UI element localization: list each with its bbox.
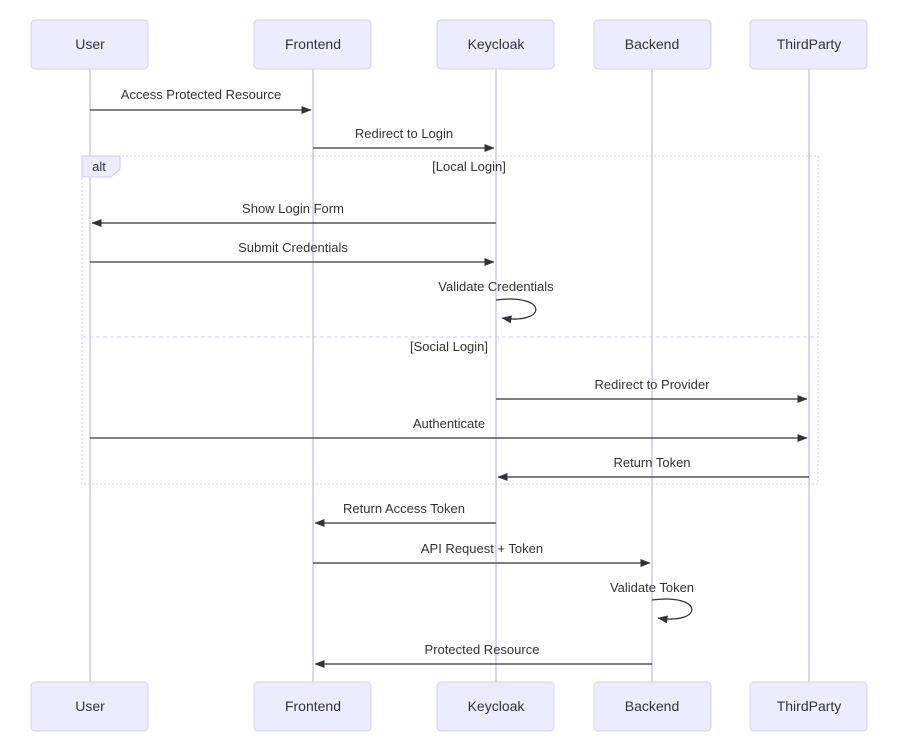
message-label: Return Access Token <box>343 501 465 516</box>
actor-box <box>30 681 149 732</box>
actor-top-user: User <box>30 19 149 70</box>
actor-box <box>436 19 555 70</box>
actor-box <box>253 681 372 732</box>
message-label: Show Login Form <box>242 201 344 216</box>
self-loop-arrow <box>495 298 537 324</box>
actor-label: User <box>75 698 105 714</box>
actor-label: ThirdParty <box>777 36 842 52</box>
alt-operator-box <box>81 155 121 178</box>
message-label: Redirect to Provider <box>595 377 711 392</box>
actor-label: Keycloak <box>468 698 526 714</box>
actor-label: Backend <box>625 698 679 714</box>
actor-box <box>593 19 712 70</box>
actor-label: Backend <box>625 36 679 52</box>
actor-label: Frontend <box>285 36 341 52</box>
actor-top-backend: Backend <box>593 19 712 70</box>
self-loop-arrow <box>651 598 693 624</box>
alt-condition-local-login: [Local Login] <box>432 159 506 174</box>
message-label: Protected Resource <box>425 642 540 657</box>
actor-box <box>436 681 555 732</box>
message-label: Submit Credentials <box>238 240 348 255</box>
actor-top-keycloak: Keycloak <box>436 19 555 70</box>
actor-label: User <box>75 36 105 52</box>
actor-label: Frontend <box>285 698 341 714</box>
actor-top-frontend: Frontend <box>253 19 372 70</box>
message-label: Return Token <box>613 455 690 470</box>
actor-label: Keycloak <box>468 36 526 52</box>
message-label: Authenticate <box>413 416 485 431</box>
message-label: Redirect to Login <box>355 126 453 141</box>
actor-top-thirdparty: ThirdParty <box>749 19 868 70</box>
message-label: Access Protected Resource <box>121 87 281 102</box>
actor-bottom-backend: Backend <box>593 681 712 732</box>
alt-condition-social-login: [Social Login] <box>410 339 488 354</box>
actor-bottom-user: User <box>30 681 149 732</box>
actor-box <box>30 19 149 70</box>
actor-box <box>253 19 372 70</box>
actor-box <box>749 19 868 70</box>
actor-bottom-frontend: Frontend <box>253 681 372 732</box>
actor-label: ThirdParty <box>777 698 842 714</box>
message-label: Validate Credentials <box>438 279 554 294</box>
actor-bottom-thirdparty: ThirdParty <box>749 681 868 732</box>
message-label: API Request + Token <box>421 541 543 556</box>
alt-operator-label: alt <box>92 159 106 174</box>
alt-fragment-frame <box>81 155 819 485</box>
actor-box <box>593 681 712 732</box>
actor-bottom-keycloak: Keycloak <box>436 681 555 732</box>
actor-box <box>749 681 868 732</box>
message-label: Validate Token <box>610 580 694 595</box>
